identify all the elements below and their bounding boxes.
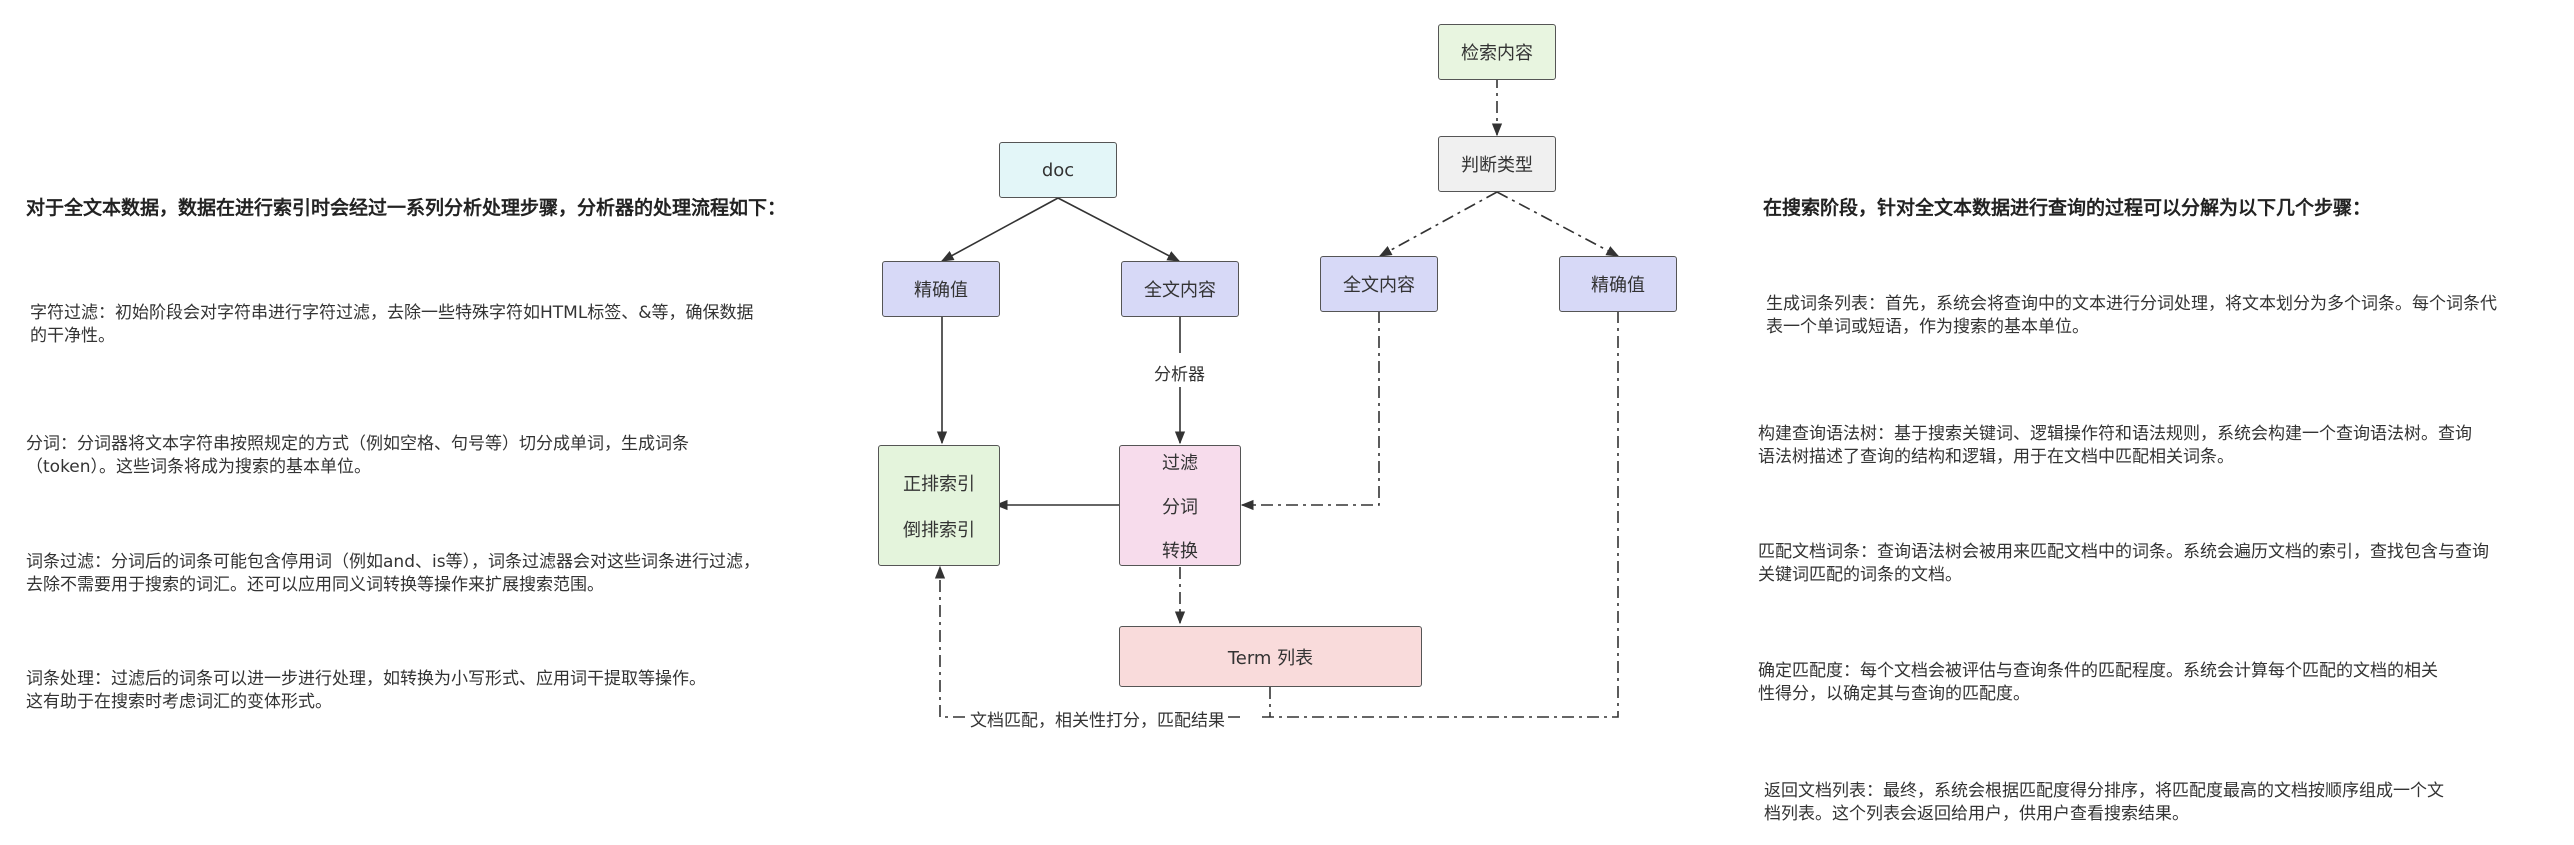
left-heading: 对于全文本数据，数据在进行索引时会经过一系列分析处理步骤，分析器的处理流程如下：	[26, 197, 787, 219]
node-term-list: Term 列表	[1119, 626, 1422, 687]
left-step-tokenize: 分词：分词器将文本字符串按照规定的方式（例如空格、句号等）切分成单词，生成词条 …	[26, 433, 826, 479]
node-fulltext-left: 全文内容	[1121, 261, 1239, 317]
index-forward-label: 正排索引	[903, 473, 975, 495]
right-step-return-list: 返回文档列表：最终，系统会根据匹配度得分排序，将匹配度最高的文档按顺序组成一个文…	[1764, 780, 2564, 826]
right-heading: 在搜索阶段，针对全文本数据进行查询的过程可以分解为以下几个步骤：	[1763, 197, 2372, 219]
right-step-build-tree: 构建查询语法树：基于搜索关键词、逻辑操作符和语法规则，系统会构建一个查询语法树。…	[1758, 423, 2558, 469]
edge-fulltext-process	[1240, 311, 1380, 511]
node-index: 正排索引 倒排索引	[878, 445, 1000, 566]
node-exact-right: 精确值	[1559, 256, 1677, 312]
node-process: 过滤 分词 转换	[1119, 445, 1241, 566]
node-exact-left: 精确值	[882, 261, 1000, 317]
left-step-line: （token）。这些词条将成为搜索的基本单位。	[26, 457, 372, 477]
edge-judge-exact	[1496, 191, 1620, 257]
left-step-token-process: 词条处理：过滤后的词条可以进一步进行处理，如转换为小写形式、应用词干提取等操作。…	[26, 668, 826, 714]
left-step-char-filter: 字符过滤：初始阶段会对字符串进行字符过滤，去除一些特殊字符如HTML标签、&等，…	[30, 302, 830, 348]
left-step-line: 字符过滤：初始阶段会对字符串进行字符过滤，去除一些特殊字符如HTML标签、&等，…	[30, 303, 754, 323]
right-step-line: 关键词匹配的词条的文档。	[1758, 565, 1962, 585]
index-inverted-label: 倒排索引	[903, 519, 975, 541]
left-step-line: 去除不需要用于搜索的词汇。还可以应用同义词转换等操作来扩展搜索范围。	[26, 575, 604, 595]
node-fulltext-right: 全文内容	[1320, 256, 1438, 312]
right-step-line: 语法树描述了查询的结构和逻辑，用于在文档中匹配相关词条。	[1758, 447, 2234, 467]
node-judge-type: 判断类型	[1438, 136, 1556, 192]
process-filter-label: 过滤	[1162, 452, 1198, 474]
edge-doc-exact	[940, 197, 1059, 262]
right-step-line: 性得分，以确定其与查询的匹配度。	[1758, 684, 2030, 704]
left-step-line: 词条过滤：分词后的词条可能包含停用词（例如and、is等），词条过滤器会对这些词…	[26, 552, 761, 572]
right-step-line: 表一个单词或短语，作为搜索的基本单位。	[1766, 317, 2089, 337]
right-step-line: 确定匹配度：每个文档会被评估与查询条件的匹配程度。系统会计算每个匹配的文档的相关	[1758, 661, 2438, 681]
right-step-line: 匹配文档词条：查询语法树会被用来匹配文档中的词条。系统会遍历文档的索引，查找包含…	[1758, 542, 2489, 562]
left-step-line: 的干净性。	[30, 326, 115, 346]
node-doc: doc	[999, 142, 1117, 198]
process-tokenize-label: 分词	[1162, 496, 1198, 518]
process-transform-label: 转换	[1162, 540, 1198, 562]
label-match-result: 文档匹配，相关性打分，匹配结果	[968, 706, 1227, 731]
right-step-line: 返回文档列表：最终，系统会根据匹配度得分排序，将匹配度最高的文档按顺序组成一个文	[1764, 781, 2444, 801]
left-step-line: 这有助于在搜索时考虑词汇的变体形式。	[26, 692, 332, 712]
left-step-line: 分词：分词器将文本字符串按照规定的方式（例如空格、句号等）切分成单词，生成词条	[26, 434, 689, 454]
edge-exact-match	[1260, 311, 1619, 718]
edge-judge-fulltext	[1378, 191, 1498, 257]
node-query-content: 检索内容	[1438, 24, 1556, 80]
left-step-token-filter: 词条过滤：分词后的词条可能包含停用词（例如and、is等），词条过滤器会对这些词…	[26, 551, 846, 597]
edge-doc-fulltext	[1057, 197, 1181, 262]
right-step-match-docs: 匹配文档词条：查询语法树会被用来匹配文档中的词条。系统会遍历文档的索引，查找包含…	[1758, 541, 2558, 587]
right-step-generate-terms: 生成词条列表：首先，系统会将查询中的文本进行分词处理，将文本划分为多个词条。每个…	[1766, 293, 2566, 339]
right-step-line: 构建查询语法树：基于搜索关键词、逻辑操作符和语法规则，系统会构建一个查询语法树。…	[1758, 424, 2472, 444]
right-step-line: 档列表。这个列表会返回给用户，供用户查看搜索结果。	[1764, 804, 2189, 824]
right-step-line: 生成词条列表：首先，系统会将查询中的文本进行分词处理，将文本划分为多个词条。每个…	[1766, 294, 2497, 314]
label-analyzer: 分析器	[1152, 360, 1207, 385]
right-step-score: 确定匹配度：每个文档会被评估与查询条件的匹配程度。系统会计算每个匹配的文档的相关…	[1758, 660, 2558, 706]
left-step-line: 词条处理：过滤后的词条可以进一步进行处理，如转换为小写形式、应用词干提取等操作。	[26, 669, 706, 689]
